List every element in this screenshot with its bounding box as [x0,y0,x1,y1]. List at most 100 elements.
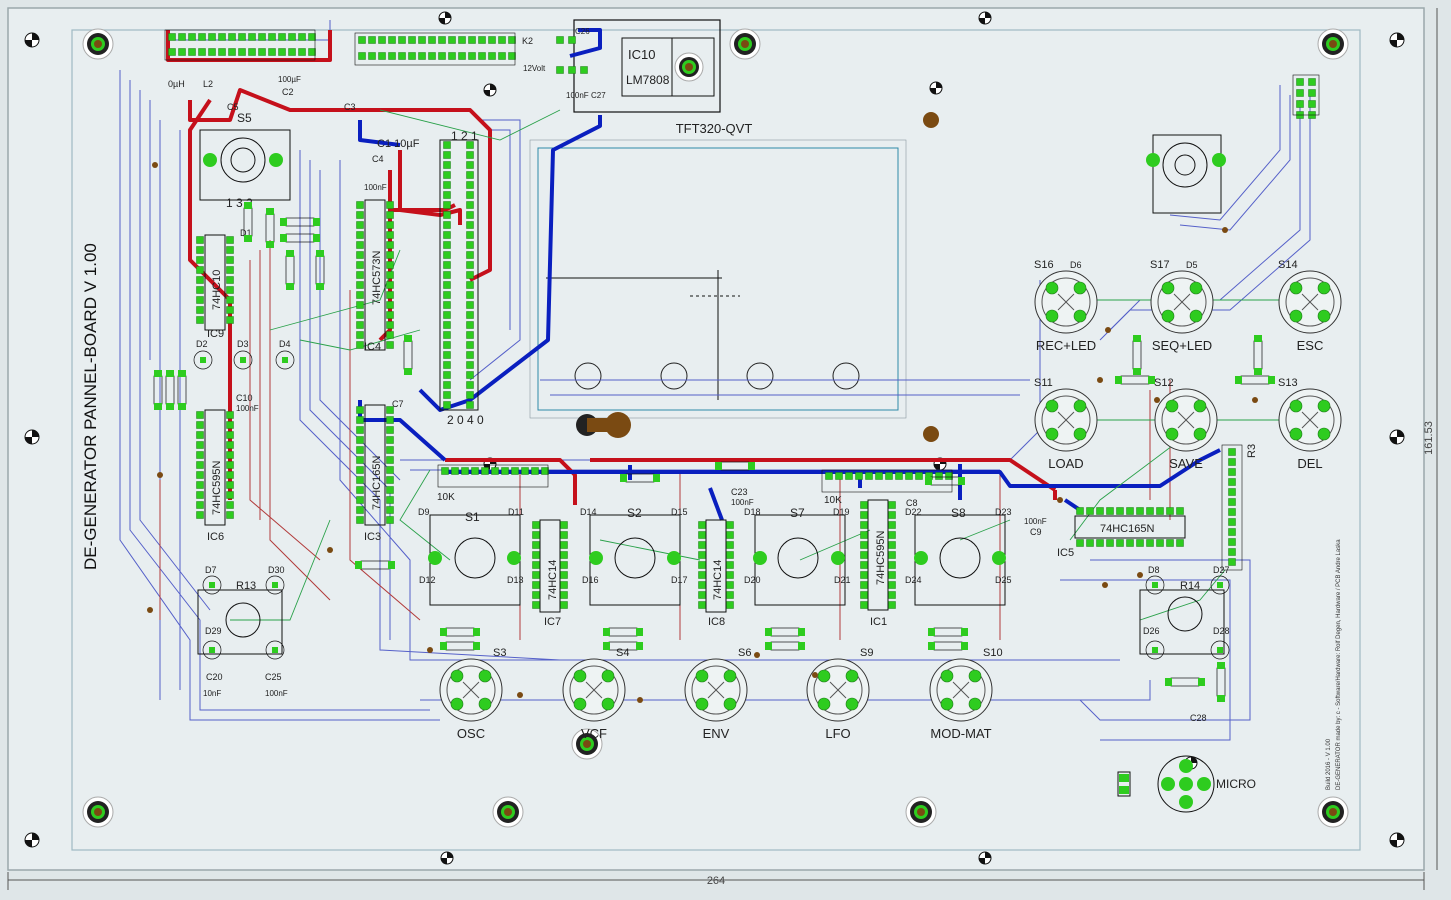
c10-ref: C10 [236,393,253,403]
r3-ref: R3 [1246,444,1258,458]
d24-label: D24 [905,575,922,585]
fiducial-marks [24,11,1405,865]
pin-label-121: 1 2 1 [451,129,478,143]
ic3-part: 74HC165N [371,456,383,510]
button-label-s16: REC+LED [1036,338,1096,353]
c2-value: 100µF [278,75,301,84]
button-id-s16: S16 [1034,259,1054,271]
d23-label: D23 [995,507,1012,517]
microphone-jack [1117,755,1215,813]
s8-ref: S8 [951,506,966,520]
encoder-4 [914,514,1006,606]
encoder-top-right [1146,134,1226,214]
d2-label: D2 [196,339,208,349]
c2-ref: C2 [282,87,294,97]
button-id-s11: S11 [1034,377,1053,389]
ic6-ref: IC6 [207,531,224,543]
voltage-regulator: IC10 LM7808 K2 12Volt 100nF [522,19,721,113]
led-label-d5: D5 [1186,260,1198,270]
c20-value: 10nF [203,689,221,698]
dim-width-label: 264 [707,875,725,887]
d3-label: D3 [237,339,249,349]
c25-value: 100nF [265,689,288,698]
d27-label: D27 [1213,565,1230,575]
tft-label: TFT320-QVT [676,121,753,136]
encoder-r13 [197,589,283,655]
d25-label: D25 [995,575,1012,585]
r13-ref: R13 [236,580,256,592]
l2-ref: L2 [203,79,213,89]
ic-bodies [204,139,1186,613]
c9-value: 100nF [1024,517,1047,526]
c10-value: 100nF [236,404,259,413]
power-trace-red [166,30,1057,505]
button-label-s17: SEQ+LED [1152,338,1212,353]
board-outline [71,29,1361,851]
c28-ref: C28 [1190,713,1207,723]
button-id-s12: S12 [1154,377,1174,389]
encoder-s5 [199,129,291,201]
button-label-s14: ESC [1297,338,1324,353]
l2-value: 0µH [168,79,185,89]
ic9-ref: IC9 [207,328,224,340]
d20-label: D20 [744,575,761,585]
d7-label: D7 [205,565,217,575]
d17-label: D17 [671,575,688,585]
led-label-d6: D6 [1070,260,1082,270]
d14-label: D14 [580,507,597,517]
ic8-ref: IC8 [708,616,725,628]
d30-label: D30 [268,565,285,575]
credits: Build 2016 - V 1.00 DE-GENERATOR made by… [1326,539,1342,790]
s2-ref: S2 [627,506,642,520]
ic9-part: 74HC10 [211,270,223,310]
thin-traces-red [159,240,1171,640]
d21-label: D21 [834,575,851,585]
ic5-part: 74HC165N [1100,523,1154,535]
c4-value: 100nF [364,183,387,192]
button-label-s11: LOAD [1048,456,1083,471]
ic-pins [168,33,1316,609]
button-id-s14: S14 [1278,259,1298,271]
c9-ref: C9 [1030,527,1042,537]
board-title: DE-GENERATOR PANNEL-BOARD V 1.00 [81,243,100,570]
d28-label: D28 [1213,626,1230,636]
ic4-part: 74HC573N [371,251,383,305]
button-id-s17: S17 [1150,259,1170,271]
button-label-s6: ENV [703,726,730,741]
ic8-part: 74HC14 [712,560,724,600]
pin-headers [164,29,1320,571]
button-label-s9: LFO [825,726,850,741]
d22-label: D22 [905,507,922,517]
airwires [230,109,1300,621]
tft-display: TFT320-QVT [529,112,939,442]
screw-holes [82,28,1349,828]
c5-ref: C5 [227,102,239,112]
d26-label: D26 [1143,626,1160,636]
c4-ref: C4 [372,154,384,164]
button-id-s10: S10 [983,647,1003,659]
c1-label: C1 10µF [377,138,420,150]
r14-ref: R14 [1180,580,1200,592]
button-label-s12: SAVE [1169,456,1203,471]
d18-label: D18 [744,507,761,517]
c26-ref: C26 [575,27,590,36]
d29-label: D29 [205,626,222,636]
d15-label: D15 [671,507,688,517]
ic7-part: 74HC14 [547,560,559,600]
ic1-part: 74HC595N [875,531,887,585]
d19-label: D19 [833,507,850,517]
d12-label: D12 [419,575,436,585]
d4-label: D4 [279,339,291,349]
